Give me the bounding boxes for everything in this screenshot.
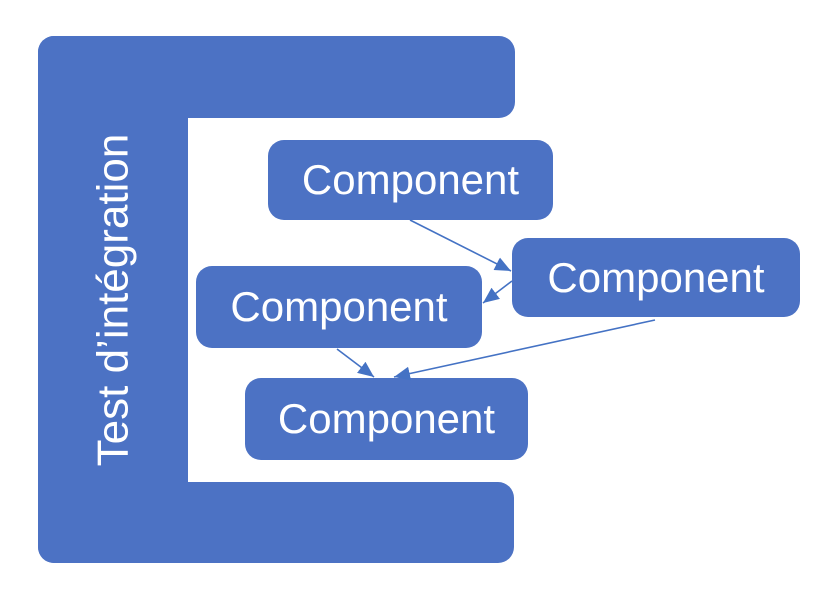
component-box-4: Component [245, 378, 528, 460]
component-box-3: Component [196, 266, 482, 348]
component-box-2: Component [512, 238, 800, 317]
arrow-component-2-to-component-3 [482, 280, 513, 304]
bracket-label-container: Test d’intégration [38, 36, 188, 563]
bracket-top-arm [38, 36, 515, 118]
diagram-title: Test d’intégration [88, 133, 137, 466]
component-box-1: Component [268, 140, 553, 220]
bracket-bottom-arm [38, 482, 514, 563]
arrow-component-3-to-component-4 [336, 348, 375, 378]
bracket-left-bar [38, 36, 188, 563]
arrow-component-1-to-component-2 [409, 219, 512, 272]
